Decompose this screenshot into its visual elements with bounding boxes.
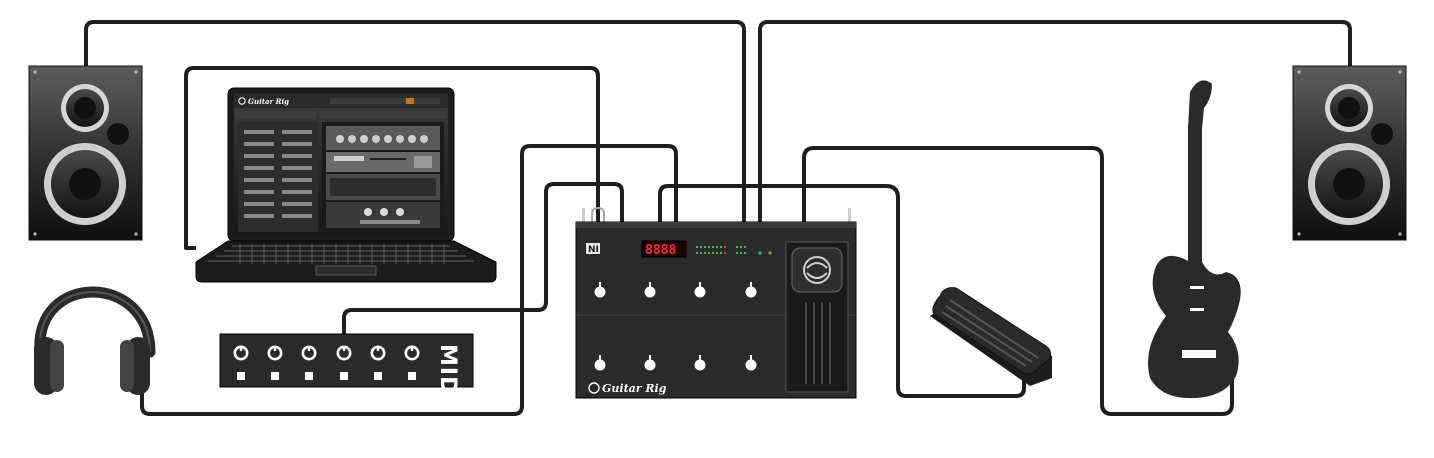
woofer bbox=[1308, 143, 1390, 225]
led-display bbox=[641, 240, 687, 258]
tweeter bbox=[61, 84, 109, 132]
midi-button bbox=[340, 372, 348, 380]
guitar-rig-logo-icon bbox=[803, 256, 831, 284]
screen-browser-panel bbox=[238, 122, 318, 232]
svg-text:NI: NI bbox=[588, 245, 599, 255]
built-in-expression-pedal bbox=[785, 241, 849, 393]
guitar-headstock bbox=[1188, 80, 1212, 128]
footswitch bbox=[745, 282, 757, 298]
cable-left-speaker bbox=[84, 20, 746, 222]
footswitches bbox=[594, 282, 757, 371]
headphones bbox=[34, 286, 156, 395]
bass-port bbox=[107, 123, 129, 145]
midi-label: MIDI bbox=[435, 344, 460, 405]
laptop-keyboard bbox=[208, 244, 474, 264]
guitar-neck bbox=[1188, 124, 1202, 264]
cable-midi bbox=[342, 182, 624, 334]
footswitch bbox=[644, 282, 656, 298]
bass-port bbox=[1371, 123, 1393, 145]
cables bbox=[84, 20, 1352, 416]
midi-button bbox=[271, 372, 279, 380]
controller-jacks bbox=[582, 208, 851, 222]
left-speaker bbox=[28, 65, 143, 241]
midi-button bbox=[237, 372, 245, 380]
laptop-screen-brand: Guitar Rig bbox=[248, 97, 289, 106]
tweeter bbox=[1325, 84, 1373, 132]
laptop-base bbox=[195, 240, 497, 283]
brand-logo-icon bbox=[588, 382, 600, 394]
ni-logo bbox=[586, 243, 600, 254]
foot-controller: NI 8888 bbox=[575, 206, 857, 399]
laptop: Guitar Rig bbox=[195, 87, 497, 283]
laptop-trackpad bbox=[315, 265, 377, 276]
led-meters bbox=[696, 246, 772, 255]
cable-right-speaker bbox=[758, 20, 1352, 222]
expression-pedal bbox=[930, 287, 1052, 386]
footswitch bbox=[594, 355, 606, 371]
midi-button bbox=[408, 372, 416, 380]
cable-expression-pedal bbox=[658, 184, 1026, 398]
footswitch bbox=[594, 282, 606, 298]
led-display-value: 8888 bbox=[645, 243, 676, 258]
guitar-bridge bbox=[1182, 350, 1216, 358]
midi-buttons bbox=[237, 372, 416, 380]
cable-headphones bbox=[140, 144, 678, 416]
footswitch bbox=[745, 355, 757, 371]
cable-guitar bbox=[802, 146, 1234, 416]
cable-laptop bbox=[184, 66, 600, 222]
woofer bbox=[44, 143, 126, 225]
footswitch bbox=[694, 282, 706, 298]
cable-laptop-lower bbox=[184, 98, 196, 250]
footswitch bbox=[644, 355, 656, 371]
right-speaker bbox=[1292, 65, 1407, 241]
midi-controller: MIDI bbox=[219, 333, 474, 405]
controller-brand: Guitar Rig bbox=[602, 382, 667, 395]
midi-button bbox=[305, 372, 313, 380]
footswitch bbox=[694, 355, 706, 371]
guitar-body bbox=[1148, 255, 1241, 399]
electric-guitar bbox=[1148, 80, 1241, 399]
midi-button bbox=[374, 372, 382, 380]
